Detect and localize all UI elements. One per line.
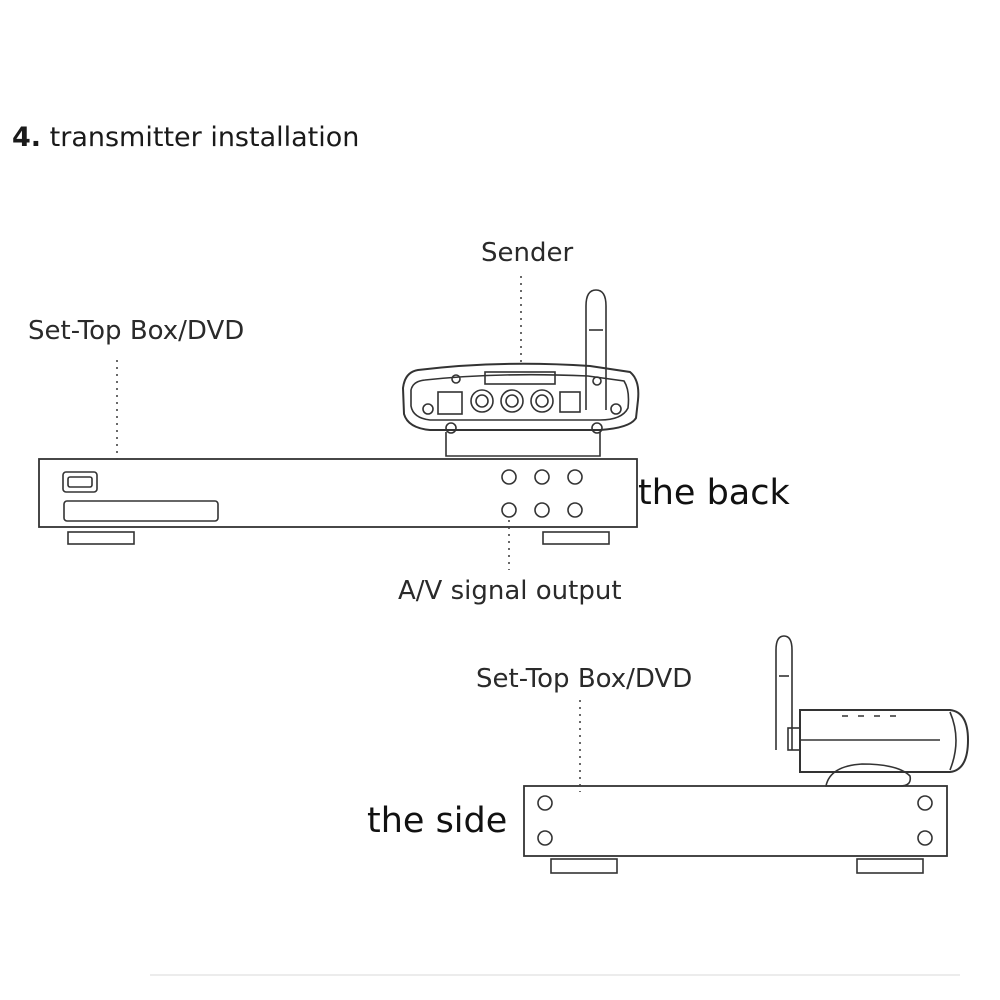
set-top-box-back: [38, 458, 638, 528]
section-title-text: transmitter installation: [49, 122, 360, 153]
sender-label: Sender: [481, 238, 574, 268]
section-number: 4.: [12, 122, 42, 153]
set-top-box-side: [523, 785, 948, 857]
stb-back-label: Set-Top Box/DVD: [28, 316, 245, 346]
stb-side-feet: [550, 858, 924, 874]
sender-antenna-side: [775, 635, 793, 750]
sender-device-side: [775, 635, 970, 787]
leader-lines: [116, 276, 581, 792]
av-output-label: A/V signal output: [398, 576, 622, 606]
stb-back-feet: [67, 531, 610, 545]
av-output-jacks: [501, 469, 583, 518]
the-back-label: the back: [638, 473, 790, 513]
sender-device-back: [401, 289, 640, 457]
sender-antenna-back: [585, 289, 607, 410]
stb-side-label: Set-Top Box/DVD: [476, 664, 693, 694]
section-title: 4. transmitter installation: [12, 124, 359, 151]
the-side-label: the side: [367, 801, 508, 841]
